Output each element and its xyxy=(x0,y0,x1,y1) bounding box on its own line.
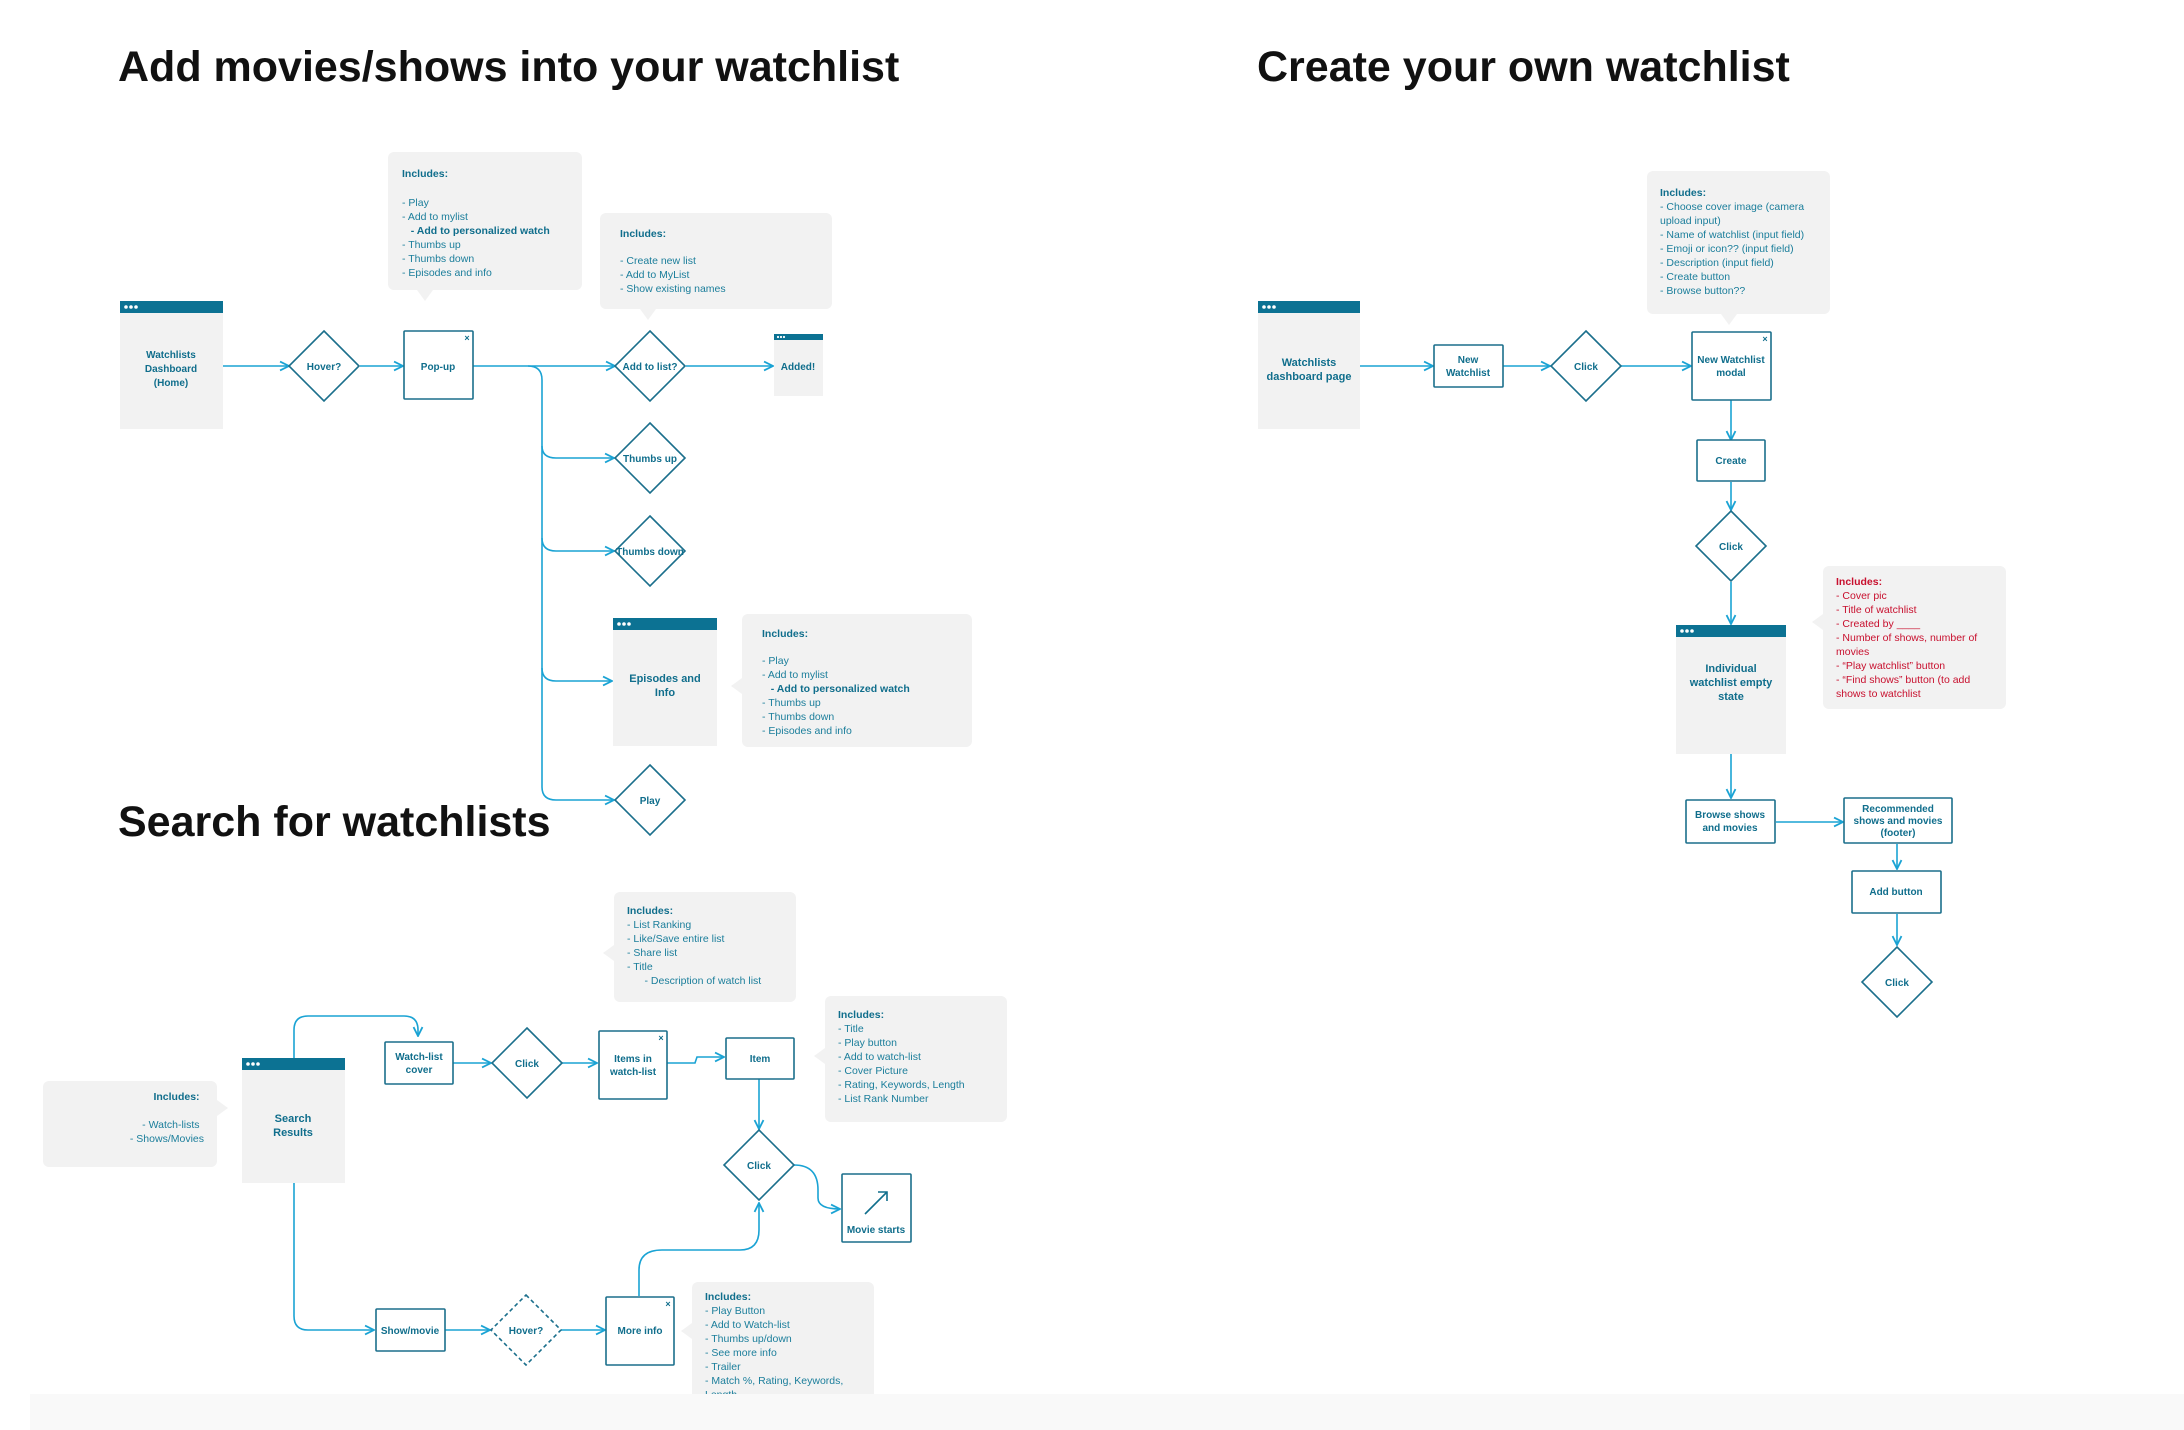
node-search-click-decision[interactable]: Click xyxy=(490,1026,564,1100)
svg-text:Includes: - Cover pi: Includes: - Cover pic - Title of watchli… xyxy=(1836,572,1982,700)
node-search-click2-decision[interactable]: Click xyxy=(722,1128,796,1202)
svg-text:Play: Play xyxy=(640,796,661,807)
svg-text:Item: Item xyxy=(750,1054,771,1065)
edge-more-click2 xyxy=(638,1203,759,1296)
svg-text:Click: Click xyxy=(747,1161,771,1172)
connectors xyxy=(223,366,1897,1330)
svg-text:Click: Click xyxy=(1885,978,1909,989)
node-thumbs-up-decision[interactable]: Thumbs up xyxy=(613,421,687,495)
note-modal-includes: Includes: - Choose cover image (camera u… xyxy=(1647,171,1830,325)
note-more-info-includes: Includes: - Play Button - Add to Watch-l… xyxy=(681,1282,874,1408)
edge-branch-play xyxy=(541,668,614,800)
node-added: Added! xyxy=(774,334,823,396)
edge-results-cover xyxy=(293,1015,418,1058)
edge-results-show xyxy=(293,1183,374,1330)
heading-search-watchlists: Search for watchlists xyxy=(118,798,551,846)
footer-band xyxy=(30,1394,2184,1430)
svg-text:Thumbs up: Thumbs up xyxy=(623,454,677,465)
svg-text:Click: Click xyxy=(515,1059,539,1070)
edge-click2-movie xyxy=(793,1164,840,1209)
node-movie-starts: Movie starts xyxy=(841,1173,912,1243)
heading-create-watchlist: Create your own watchlist xyxy=(1257,43,1790,91)
close-icon: × xyxy=(464,333,469,343)
svg-text:Add button: Add button xyxy=(1869,887,1922,898)
arrow-up-right-icon xyxy=(864,1191,888,1215)
close-icon: × xyxy=(658,1033,663,1043)
note-cover-includes: Includes: - List Ranking - Like/Save ent… xyxy=(603,892,796,1002)
node-search-hover-decision[interactable]: Hover? xyxy=(489,1293,563,1367)
close-icon: × xyxy=(665,1299,670,1309)
note-search-results-includes: Includes: - Watch-lists - Shows/Movies xyxy=(43,1081,228,1167)
svg-text:Added!: Added! xyxy=(781,362,815,373)
svg-text:Includes: - Watch-li: Includes: - Watch-lists - Shows/Movies xyxy=(130,1087,204,1145)
node-thumbs-down-decision[interactable]: Thumbs down xyxy=(613,514,687,588)
edge-items-item xyxy=(667,1057,724,1064)
svg-text:Movie starts: Movie starts xyxy=(847,1225,906,1236)
svg-text:Click: Click xyxy=(1719,542,1743,553)
svg-text:Includes: - List Ran: Includes: - List Ranking - Like/Save ent… xyxy=(627,901,761,987)
svg-text:Hover?: Hover? xyxy=(307,362,341,373)
node-create-button[interactable]: Create xyxy=(1696,439,1766,482)
node-show-movie[interactable]: Show/movie xyxy=(375,1308,446,1352)
svg-text:Includes: - Play: Includes: - Play - Add to mylist - Add t… xyxy=(402,164,554,279)
node-add-button[interactable]: Add button xyxy=(1851,870,1942,914)
svg-text:Hover?: Hover? xyxy=(509,1326,543,1337)
node-popup[interactable]: × Pop-up xyxy=(403,330,474,400)
node-item[interactable]: Item xyxy=(725,1037,795,1080)
svg-text:Includes: - Choose c: Includes: - Choose cover image (camera u… xyxy=(1660,183,1809,297)
edge-branch-episodes xyxy=(541,538,612,681)
note-add-to-list-includes: Includes: - Create new list - Add to MyL… xyxy=(600,213,832,320)
node-create-click2-decision[interactable]: Click xyxy=(1694,509,1768,583)
close-icon: × xyxy=(1762,334,1767,344)
edge-branch-thumbsup xyxy=(527,365,614,458)
svg-text:Create: Create xyxy=(1715,456,1747,467)
note-item-includes: Includes: - Title - Play button - Add to… xyxy=(814,996,1007,1122)
note-popup-includes: Includes: - Play - Add to mylist - Add t… xyxy=(388,152,582,301)
edge-branch-thumbsdown xyxy=(541,446,614,551)
svg-text:Thumbs down: Thumbs down xyxy=(616,547,684,558)
svg-text:Includes: - Create n: Includes: - Create new list - Add to MyL… xyxy=(620,224,726,295)
node-create-click3-decision[interactable]: Click xyxy=(1860,945,1934,1019)
node-add-to-list-decision[interactable]: Add to list? xyxy=(613,329,687,403)
heading-add-movies: Add movies/shows into your watchlist xyxy=(118,43,900,91)
svg-text:Includes: - Play: Includes: - Play - Add to mylist - Add t… xyxy=(762,624,914,737)
svg-text:Click: Click xyxy=(1574,362,1598,373)
node-hover-decision[interactable]: Hover? xyxy=(287,329,361,403)
svg-text:Add to list?: Add to list? xyxy=(623,362,678,373)
node-more-info[interactable]: × More info xyxy=(605,1296,675,1366)
node-create-click-decision[interactable]: Click xyxy=(1549,329,1623,403)
note-empty-state-includes: Includes: - Cover pic - Title of watchli… xyxy=(1812,566,2006,709)
note-episodes-includes: Includes: - Play - Add to mylist - Add t… xyxy=(731,614,972,747)
svg-text:More info: More info xyxy=(618,1326,663,1337)
svg-text:Pop-up: Pop-up xyxy=(421,362,455,373)
svg-text:Show/movie: Show/movie xyxy=(381,1326,440,1337)
node-play-decision[interactable]: Play xyxy=(613,763,687,837)
svg-text:Includes: - Title: Includes: - Title - Play button - Add to… xyxy=(838,1005,969,1105)
